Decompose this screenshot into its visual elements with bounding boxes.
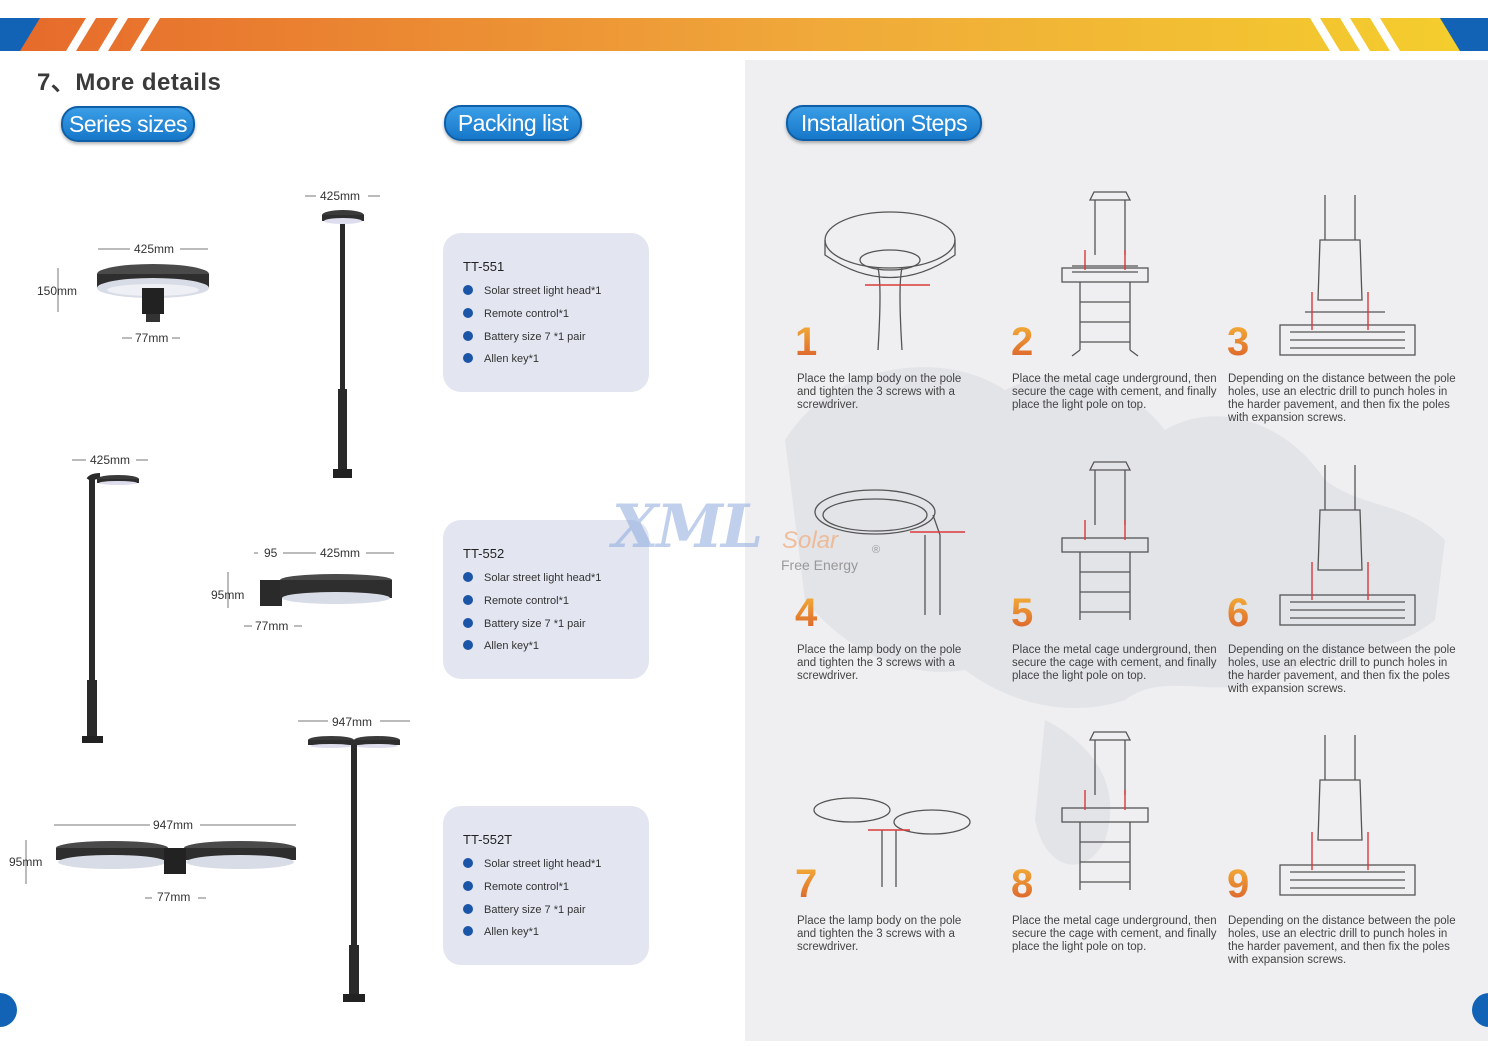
watermark-brand: XML	[612, 492, 763, 562]
packing-item: Allen key*1	[463, 640, 539, 652]
dim-d-base: 77mm	[255, 619, 289, 633]
step-text: Depending on the distance between the po…	[1228, 644, 1456, 695]
step-text: Depending on the distance between the po…	[1228, 373, 1456, 424]
bullet-dot	[463, 858, 473, 869]
packing-item: Solar street light head*1	[463, 858, 601, 870]
bullet-dot	[463, 353, 473, 364]
bullet-dot	[463, 331, 473, 342]
dim-a-height: 150mm	[37, 284, 78, 298]
packing-item: Battery size 7 *1 pair	[463, 331, 586, 343]
packing-model: TT-552	[463, 546, 505, 561]
packing-item: Remote control*1	[463, 308, 569, 320]
bullet-dot	[463, 308, 473, 319]
bullet-dot	[463, 285, 473, 296]
step-number: 2	[1011, 320, 1034, 364]
step-text: Depending on the distance between the po…	[1228, 915, 1456, 966]
step-number: 5	[1011, 591, 1034, 635]
series-sizes-drawings	[25, 195, 410, 1002]
step-number: 4	[795, 591, 818, 635]
step-number: 7	[795, 862, 818, 906]
packing-item: Solar street light head*1	[463, 285, 601, 297]
bullet-dot	[463, 595, 473, 606]
dim-e-width: 947mm	[332, 715, 373, 729]
packing-item: Battery size 7 *1 pair	[463, 618, 586, 630]
packing-card-tt552t: TT-552T Solar street light head*1 Remote…	[443, 806, 649, 965]
step-number: 1	[795, 320, 818, 364]
bullet-dot	[463, 618, 473, 629]
installation-steps-pill: Installation Steps	[786, 105, 982, 141]
packing-model: TT-551	[463, 259, 505, 274]
installation-illustrations	[813, 191, 1416, 896]
dim-d-height: 95mm	[211, 588, 245, 602]
packing-item: Allen key*1	[463, 353, 539, 365]
packing-item: Remote control*1	[463, 881, 569, 893]
step-text: Place the metal cage underground, then s…	[1012, 373, 1217, 411]
packing-list-pill: Packing list	[444, 105, 582, 141]
step-text: Place the lamp body on the pole and tigh…	[797, 644, 962, 682]
dim-a-base: 77mm	[135, 331, 169, 345]
step-number: 3	[1227, 320, 1250, 364]
step-number: 6	[1227, 591, 1250, 635]
dim-d-offset: 95	[264, 546, 278, 560]
packing-card-tt551: TT-551 Solar street light head*1 Remote …	[443, 233, 649, 392]
bullet-dot	[463, 572, 473, 583]
dim-a-width: 425mm	[134, 242, 175, 256]
next-page-button[interactable]	[1472, 993, 1488, 1027]
packing-item: Solar street light head*1	[463, 572, 601, 584]
dim-f-base: 77mm	[157, 890, 191, 904]
packing-item: Battery size 7 *1 pair	[463, 904, 586, 916]
watermark-tagline: Free Energy	[781, 557, 859, 573]
dim-f-height: 95mm	[9, 855, 43, 869]
top-banner	[0, 18, 1488, 51]
packing-item: Remote control*1	[463, 595, 569, 607]
bullet-dot	[463, 640, 473, 651]
dim-b-width: 425mm	[320, 189, 361, 203]
watermark-reg: ®	[872, 544, 881, 556]
step-number: 8	[1011, 862, 1034, 906]
section-title: 7、More details	[37, 69, 222, 96]
step-text: Place the metal cage underground, then s…	[1012, 644, 1217, 682]
prev-page-button[interactable]	[0, 993, 17, 1027]
bullet-dot	[463, 926, 473, 937]
packing-model: TT-552T	[463, 832, 513, 847]
bullet-dot	[463, 904, 473, 915]
step-number: 9	[1227, 862, 1250, 906]
step-text: Place the lamp body on the pole and tigh…	[797, 915, 962, 953]
bullet-dot	[463, 881, 473, 892]
dim-c-width: 425mm	[90, 453, 131, 467]
dim-d-width: 425mm	[320, 546, 361, 560]
watermark-sub: Solar	[782, 527, 839, 554]
dim-f-width: 947mm	[153, 818, 194, 832]
packing-card-tt552: TT-552 Solar street light head*1 Remote …	[443, 520, 649, 679]
packing-item: Allen key*1	[463, 926, 539, 938]
step-text: Place the lamp body on the pole and tigh…	[797, 373, 962, 411]
step-text: Place the metal cage underground, then s…	[1012, 915, 1217, 953]
series-sizes-pill: Series sizes	[61, 106, 195, 142]
